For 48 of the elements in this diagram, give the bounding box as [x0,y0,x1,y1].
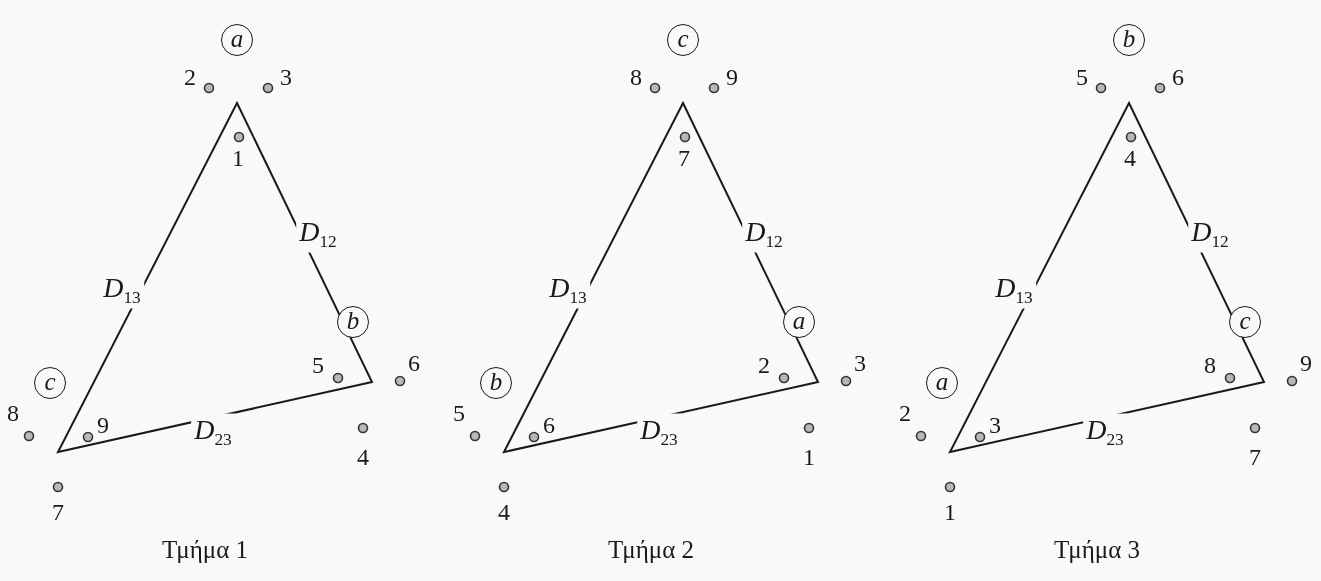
conductor-number: 2 [758,353,770,377]
phase-circle [337,306,369,338]
phase-circle [667,24,699,56]
conductor-number: 8 [630,65,642,89]
conductor-number: 2 [899,401,911,425]
phase-circle [783,306,815,338]
phase-letter: a [792,307,806,333]
conductor-number: 9 [726,65,738,89]
section-caption: Τμήμα 3 [1053,536,1141,562]
conductor-number: 7 [678,146,690,170]
phase-circle [480,367,512,399]
conductor-number: 5 [1076,65,1088,89]
conductor-number: 5 [453,401,465,425]
phase-letter: c [677,25,689,51]
conductor-number: 3 [280,65,292,89]
conductor-number: 3 [854,351,866,375]
conductor-number: 4 [498,500,510,524]
phase-letter: b [346,307,360,333]
phase-circle [221,24,253,56]
conductor-number: 7 [1249,445,1261,469]
conductor-number: 8 [7,401,19,425]
conductor-number: 9 [97,413,109,437]
conductor-number: 2 [184,65,196,89]
phase-letter: a [935,368,949,394]
conductor-number: 6 [1172,65,1184,89]
section-caption: Τμήμα 2 [607,536,695,562]
section-caption: Τμήμα 1 [161,536,249,562]
conductor-number: 6 [543,413,555,437]
phase-letter: a [230,25,244,51]
phase-letter: c [44,368,56,394]
phase-letter: b [1122,25,1136,51]
conductor-number: 4 [357,445,369,469]
phase-circle [1113,24,1145,56]
phase-letter: c [1239,307,1251,333]
conductor-number: 3 [989,413,1001,437]
conductor-number: 8 [1204,353,1216,377]
conductor-number: 9 [1300,351,1312,375]
conductor-number: 1 [944,500,956,524]
phase-circle [34,367,66,399]
conductor-number: 5 [312,353,324,377]
phase-letter: b [489,368,503,394]
conductor-number: 1 [232,146,244,170]
conductor-number: 6 [408,351,420,375]
conductor-number: 4 [1124,146,1136,170]
conductor-number: 7 [52,500,64,524]
conductor-number: 1 [803,445,815,469]
phase-circle [1229,306,1261,338]
phase-circle [926,367,958,399]
